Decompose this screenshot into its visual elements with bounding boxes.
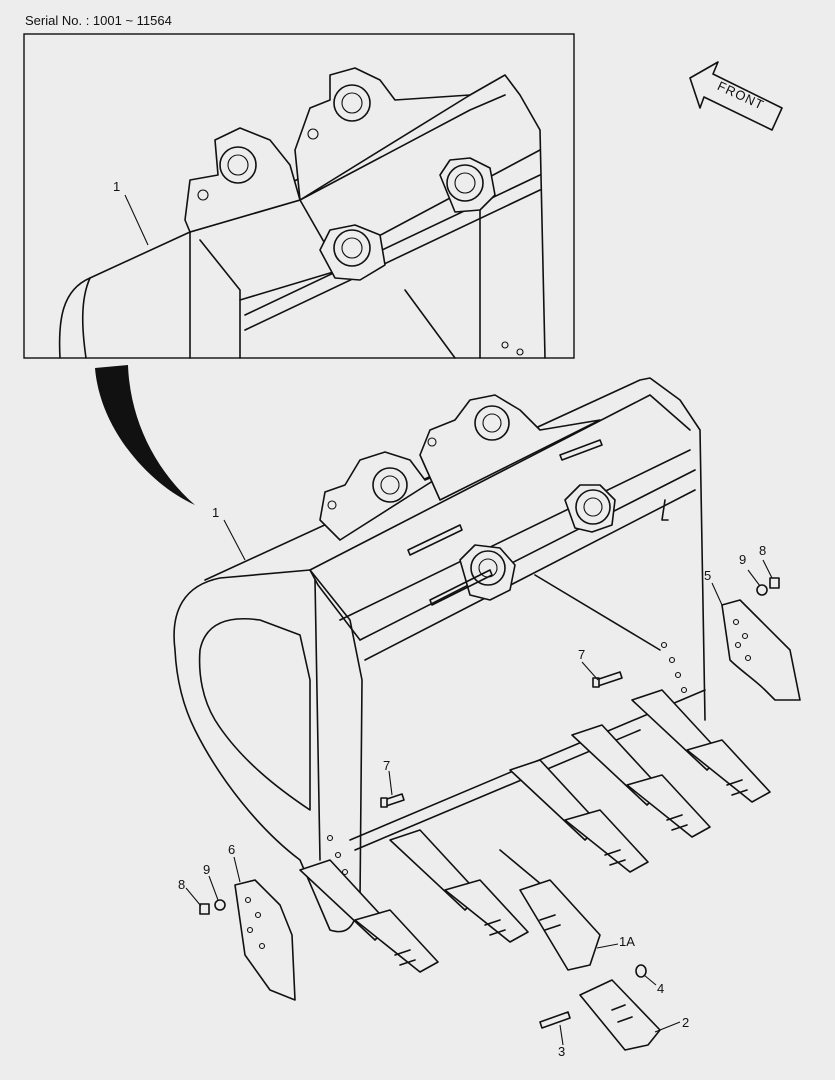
- serial-number: Serial No. : 1001 ~ 11564: [25, 13, 172, 28]
- callout-bolt-left: 7: [383, 758, 390, 773]
- callout-nut-right: 8: [759, 543, 766, 558]
- exploded-tooth-point: [579, 979, 661, 1051]
- bolt-left: [380, 793, 405, 808]
- bolt-right: [592, 671, 623, 688]
- callout-tooth-point: 2: [682, 1015, 689, 1030]
- nut-right: [769, 577, 780, 589]
- callout-washer-right: 9: [739, 552, 746, 567]
- detail-pointer-arrow: [95, 365, 195, 505]
- side-cutter-left: [234, 879, 296, 1001]
- washer-left: [214, 899, 226, 911]
- callout-tooth-adapter: 1A: [619, 934, 635, 949]
- lock-washer: [635, 964, 647, 978]
- callout-bucket: 1: [212, 505, 219, 520]
- callout-pin: 3: [558, 1044, 565, 1059]
- callout-side-cutter-left: 6: [228, 842, 235, 857]
- callout-nut-left: 8: [178, 877, 185, 892]
- side-cutter-right: [721, 599, 801, 701]
- nut-left: [199, 903, 210, 915]
- callout-washer-left: 9: [203, 862, 210, 877]
- front-arrow-icon: FRONT: [689, 61, 783, 131]
- bucket-assembly: [173, 377, 706, 933]
- callout-detail-bucket: 1: [113, 179, 120, 194]
- callout-lock-washer: 4: [657, 981, 664, 996]
- exploded-tooth-adapter: [519, 879, 601, 971]
- callout-side-cutter-right: 5: [704, 568, 711, 583]
- tooth-row: [299, 689, 771, 973]
- detail-inset: 1: [23, 33, 575, 359]
- callout-bolt-right: 7: [578, 647, 585, 662]
- tooth-pin: [539, 1011, 571, 1029]
- leader-lines: [185, 519, 773, 1046]
- washer-right: [756, 584, 768, 596]
